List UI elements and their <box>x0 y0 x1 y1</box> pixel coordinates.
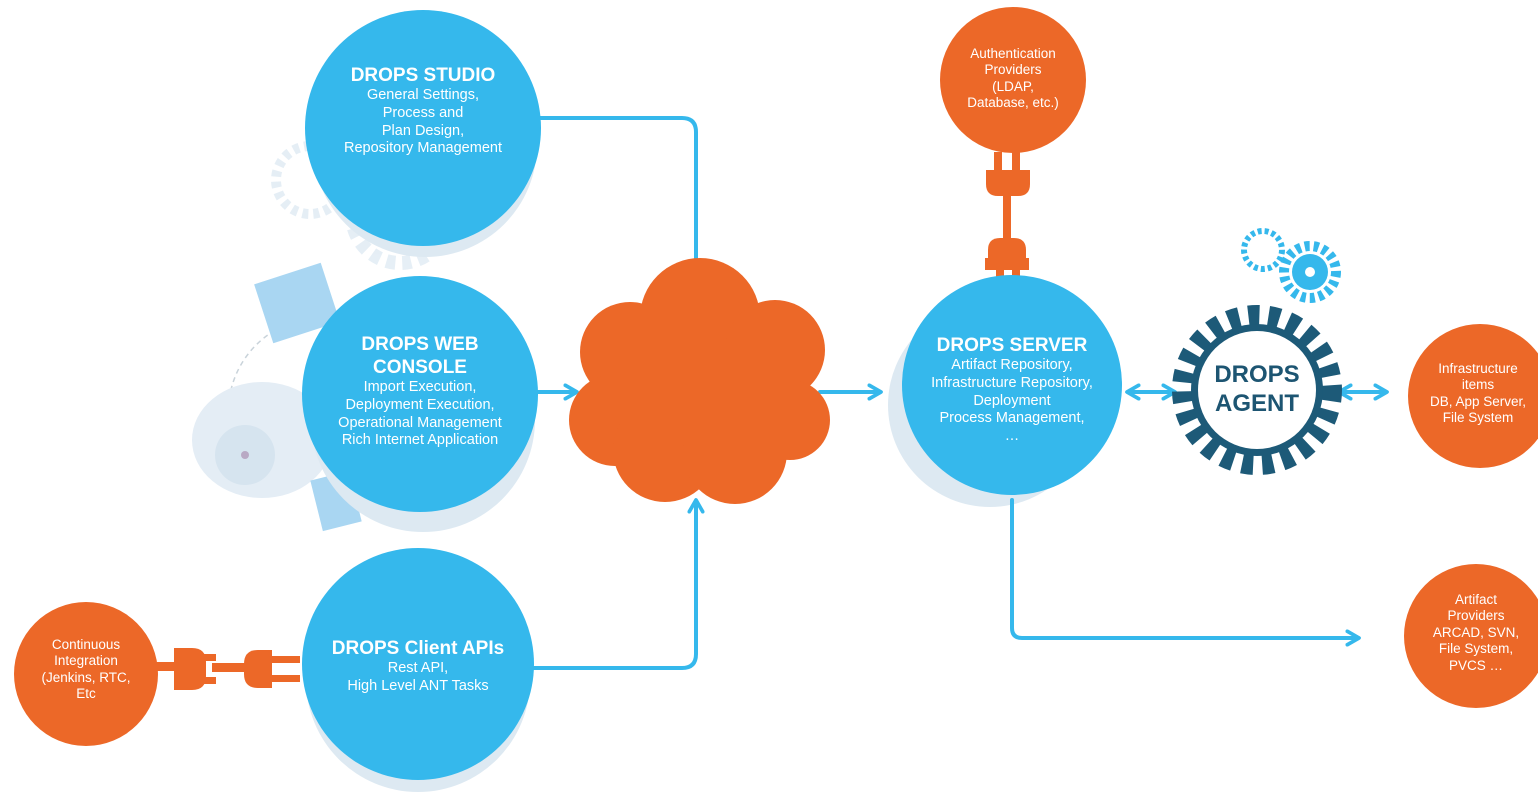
artifact-line: PVCS … <box>1448 657 1503 673</box>
infra-node[interactable] <box>1408 324 1538 468</box>
agent-title: AGENT <box>1215 389 1299 417</box>
server-line: … <box>1004 427 1020 444</box>
studio-line: Repository Management <box>344 140 502 157</box>
artifact-label: Artifact Providers ARCAD, SVN, File Syst… <box>1416 592 1536 674</box>
server-title: DROPS SERVER <box>936 335 1088 356</box>
auth-line: Database, etc.) <box>967 95 1059 111</box>
server-line: Process Management, <box>939 410 1085 427</box>
infra-label: Infrastructure items DB, App Server, Fil… <box>1418 361 1538 427</box>
ci-line: Etc <box>76 686 96 702</box>
studio-line: General Settings, <box>366 87 480 104</box>
ci-line: Integration <box>54 653 118 669</box>
studio-title: DROPS STUDIO <box>350 65 496 86</box>
studio-line: Plan Design, <box>381 122 465 139</box>
webconsole-title: CONSOLE <box>373 357 467 379</box>
agent-gear-icon[interactable] <box>1172 305 1342 475</box>
ci-node[interactable] <box>14 602 158 746</box>
webconsole-title: DROPS WEB <box>361 334 479 355</box>
small-gear-icon <box>1279 241 1341 303</box>
ci-line: (Jenkins, RTC, <box>41 669 131 685</box>
webconsole-node[interactable] <box>302 276 538 512</box>
connectors <box>516 116 1382 670</box>
server-line: Infrastructure Repository, <box>931 374 1093 391</box>
auth-line: (LDAP, <box>992 78 1034 94</box>
auth-line: Authentication <box>970 46 1056 61</box>
webconsole-line: Rich Internet Application <box>341 432 499 449</box>
infra-line: items <box>1461 377 1495 393</box>
clientapis-line: High Level ANT Tasks <box>347 677 489 694</box>
server-label: DROPS SERVER Artifact Repository, Infras… <box>912 334 1112 446</box>
small-gear-outline-icon <box>1241 228 1285 272</box>
auth-node[interactable] <box>940 7 1086 153</box>
ci-line: Continuous <box>51 637 121 652</box>
artifact-line: ARCAD, SVN, <box>1432 624 1520 640</box>
clientapis-to-cloud-arrow <box>516 505 696 670</box>
infra-line: Infrastructure <box>1438 361 1518 376</box>
artifact-node[interactable] <box>1404 564 1538 708</box>
webconsole-line: Deployment Execution, <box>345 397 495 414</box>
server-line: Artifact Repository, <box>951 357 1073 374</box>
studio-node[interactable] <box>305 10 541 246</box>
artifact-line: Artifact <box>1454 592 1497 607</box>
webconsole-label: DROPS WEB CONSOLE Import Execution, Depl… <box>320 333 520 450</box>
clientapis-node[interactable] <box>302 548 534 780</box>
ci-label: Continuous Integration (Jenkins, RTC, Et… <box>21 637 151 703</box>
studio-label: DROPS STUDIO General Settings, Process a… <box>323 64 523 158</box>
infra-line: DB, App Server, <box>1429 393 1527 409</box>
clientapis-label: DROPS Client APIs Rest API, High Level A… <box>318 637 518 696</box>
auth-line: Providers <box>984 62 1042 78</box>
webconsole-line: Operational Management <box>338 414 502 431</box>
clientapis-title: DROPS Client APIs <box>331 638 505 659</box>
ci-plug-connector <box>140 648 300 690</box>
studio-to-cloud-arrow <box>538 116 696 285</box>
server-node[interactable] <box>902 275 1122 495</box>
clientapis-line: Rest API, <box>387 660 449 677</box>
infra-line: File System <box>1442 410 1514 426</box>
webconsole-line: Import Execution, <box>363 379 477 396</box>
server-to-artifact-arrow <box>1010 498 1354 638</box>
artifact-line: Providers <box>1447 608 1505 624</box>
server-line: Deployment <box>973 392 1051 409</box>
artifact-line: File System, <box>1438 641 1514 657</box>
auth-label: Authentication Providers (LDAP, Database… <box>943 46 1083 112</box>
agent-label: DROPS AGENT <box>1197 361 1317 419</box>
agent-title: DROPS <box>1214 361 1300 388</box>
studio-line: Process and <box>382 104 464 121</box>
auth-plug-connector <box>985 152 1030 292</box>
cloud-icon <box>569 258 830 504</box>
